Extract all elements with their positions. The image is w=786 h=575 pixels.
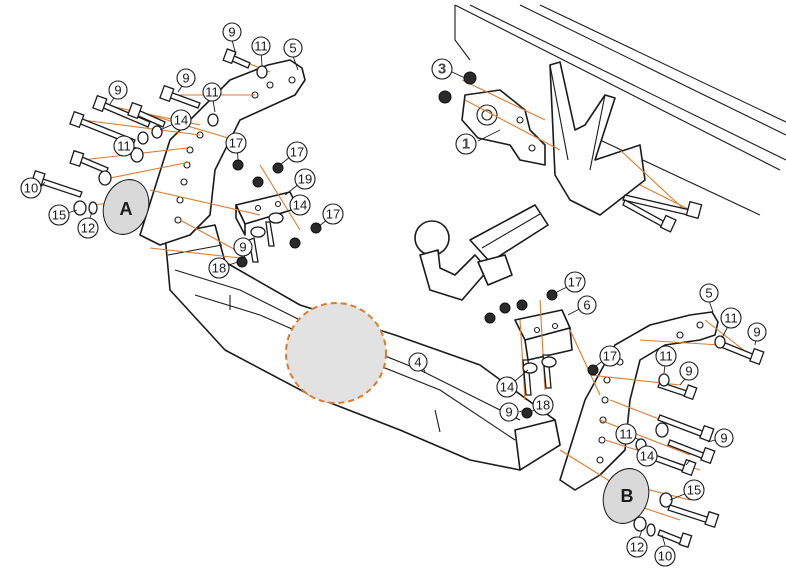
svg-text:19: 19 [298,172,312,187]
callout-9-g: 9 [747,322,767,342]
callout-3: 3 [431,58,453,80]
center-bracket-part-6 [514,309,573,361]
callout-14-d: 14 [636,445,658,467]
svg-text:14: 14 [293,198,307,213]
svg-text:14: 14 [500,380,514,395]
callout-14-a: 14 [170,109,192,131]
svg-text:15: 15 [52,208,66,223]
svg-text:17: 17 [290,145,304,160]
callout-9-b: 9 [176,68,196,88]
callout-10-left: 10 [20,177,42,199]
callout-17-e: 17 [599,345,621,367]
callout-9-f: 9 [714,428,734,448]
callout-5-right: 5 [699,283,719,303]
svg-text:10: 10 [658,549,672,564]
svg-text:9: 9 [753,325,760,340]
callout-9-e: 9 [679,361,699,381]
callout-19: 19 [294,168,316,190]
svg-text:3: 3 [438,61,446,78]
vehicle-chassis [454,4,786,216]
svg-text:11: 11 [205,85,219,100]
callout-11-c: 11 [113,135,135,157]
callout-11-f: 11 [615,423,637,445]
callout-15-left: 15 [48,204,70,226]
highlight-circle [285,302,387,404]
callout-11-b: 11 [202,82,222,102]
callout-17-d: 17 [564,271,586,293]
callout-5-left: 5 [283,38,303,58]
callout-11-e: 11 [655,345,677,367]
svg-text:10: 10 [24,181,38,196]
svg-text:9: 9 [505,405,512,420]
callout-11-d: 11 [720,307,742,329]
callout-17-a: 17 [225,132,247,154]
svg-text:11: 11 [659,349,673,364]
tow-ball-neck [414,204,549,301]
svg-text:18: 18 [212,261,226,276]
svg-text:9: 9 [228,25,235,40]
svg-text:9: 9 [114,83,121,98]
svg-text:17: 17 [568,275,582,290]
callout-17-c: 17 [322,203,344,225]
callout-6: 6 [577,295,597,315]
marker-a: A [102,179,150,235]
svg-text:1: 1 [462,136,470,153]
svg-text:15: 15 [687,483,701,498]
callout-9-c: 9 [108,80,128,100]
mount-plate-part-1 [461,79,561,166]
marker-a-label: A [120,199,133,219]
bolts-right-group [522,194,765,549]
marker-b-label: B [621,486,634,506]
callout-12-right: 12 [626,536,648,558]
svg-text:11: 11 [254,39,268,54]
svg-text:17: 17 [229,136,243,151]
callout-9-d: 9 [233,237,253,257]
nut-part-3 [438,71,477,104]
callout-17-b: 17 [286,141,308,163]
callout-12-left: 12 [77,217,99,239]
svg-text:9: 9 [182,71,189,86]
svg-text:12: 12 [81,221,95,236]
svg-text:18: 18 [536,398,550,413]
svg-text:9: 9 [720,431,727,446]
callout-10-right: 10 [654,545,676,567]
callout-18-left: 18 [208,257,230,279]
svg-text:6: 6 [583,298,590,313]
svg-text:9: 9 [685,364,692,379]
callout-18-right: 18 [532,394,554,416]
callout-15-right: 15 [683,479,705,501]
callout-14-c: 14 [496,376,518,398]
svg-text:5: 5 [289,41,296,56]
svg-text:14: 14 [640,449,654,464]
svg-text:17: 17 [603,349,617,364]
svg-text:11: 11 [117,139,131,154]
washers-and-nuts [73,65,726,537]
svg-text:11: 11 [724,311,738,326]
svg-text:17: 17 [326,207,340,222]
callout-14-b: 14 [289,194,311,216]
svg-text:11: 11 [619,427,633,442]
callout-4: 4 [408,352,428,372]
svg-text:4: 4 [414,355,421,370]
marker-b: B [602,468,650,524]
callout-11-a: 11 [251,36,271,56]
svg-text:9: 9 [239,240,246,255]
svg-text:14: 14 [174,113,188,128]
callout-9-a: 9 [222,22,242,42]
svg-text:12: 12 [630,540,644,555]
svg-text:5: 5 [705,286,712,301]
callout-1: 1 [455,133,477,155]
callout-9-h: 9 [499,402,519,422]
